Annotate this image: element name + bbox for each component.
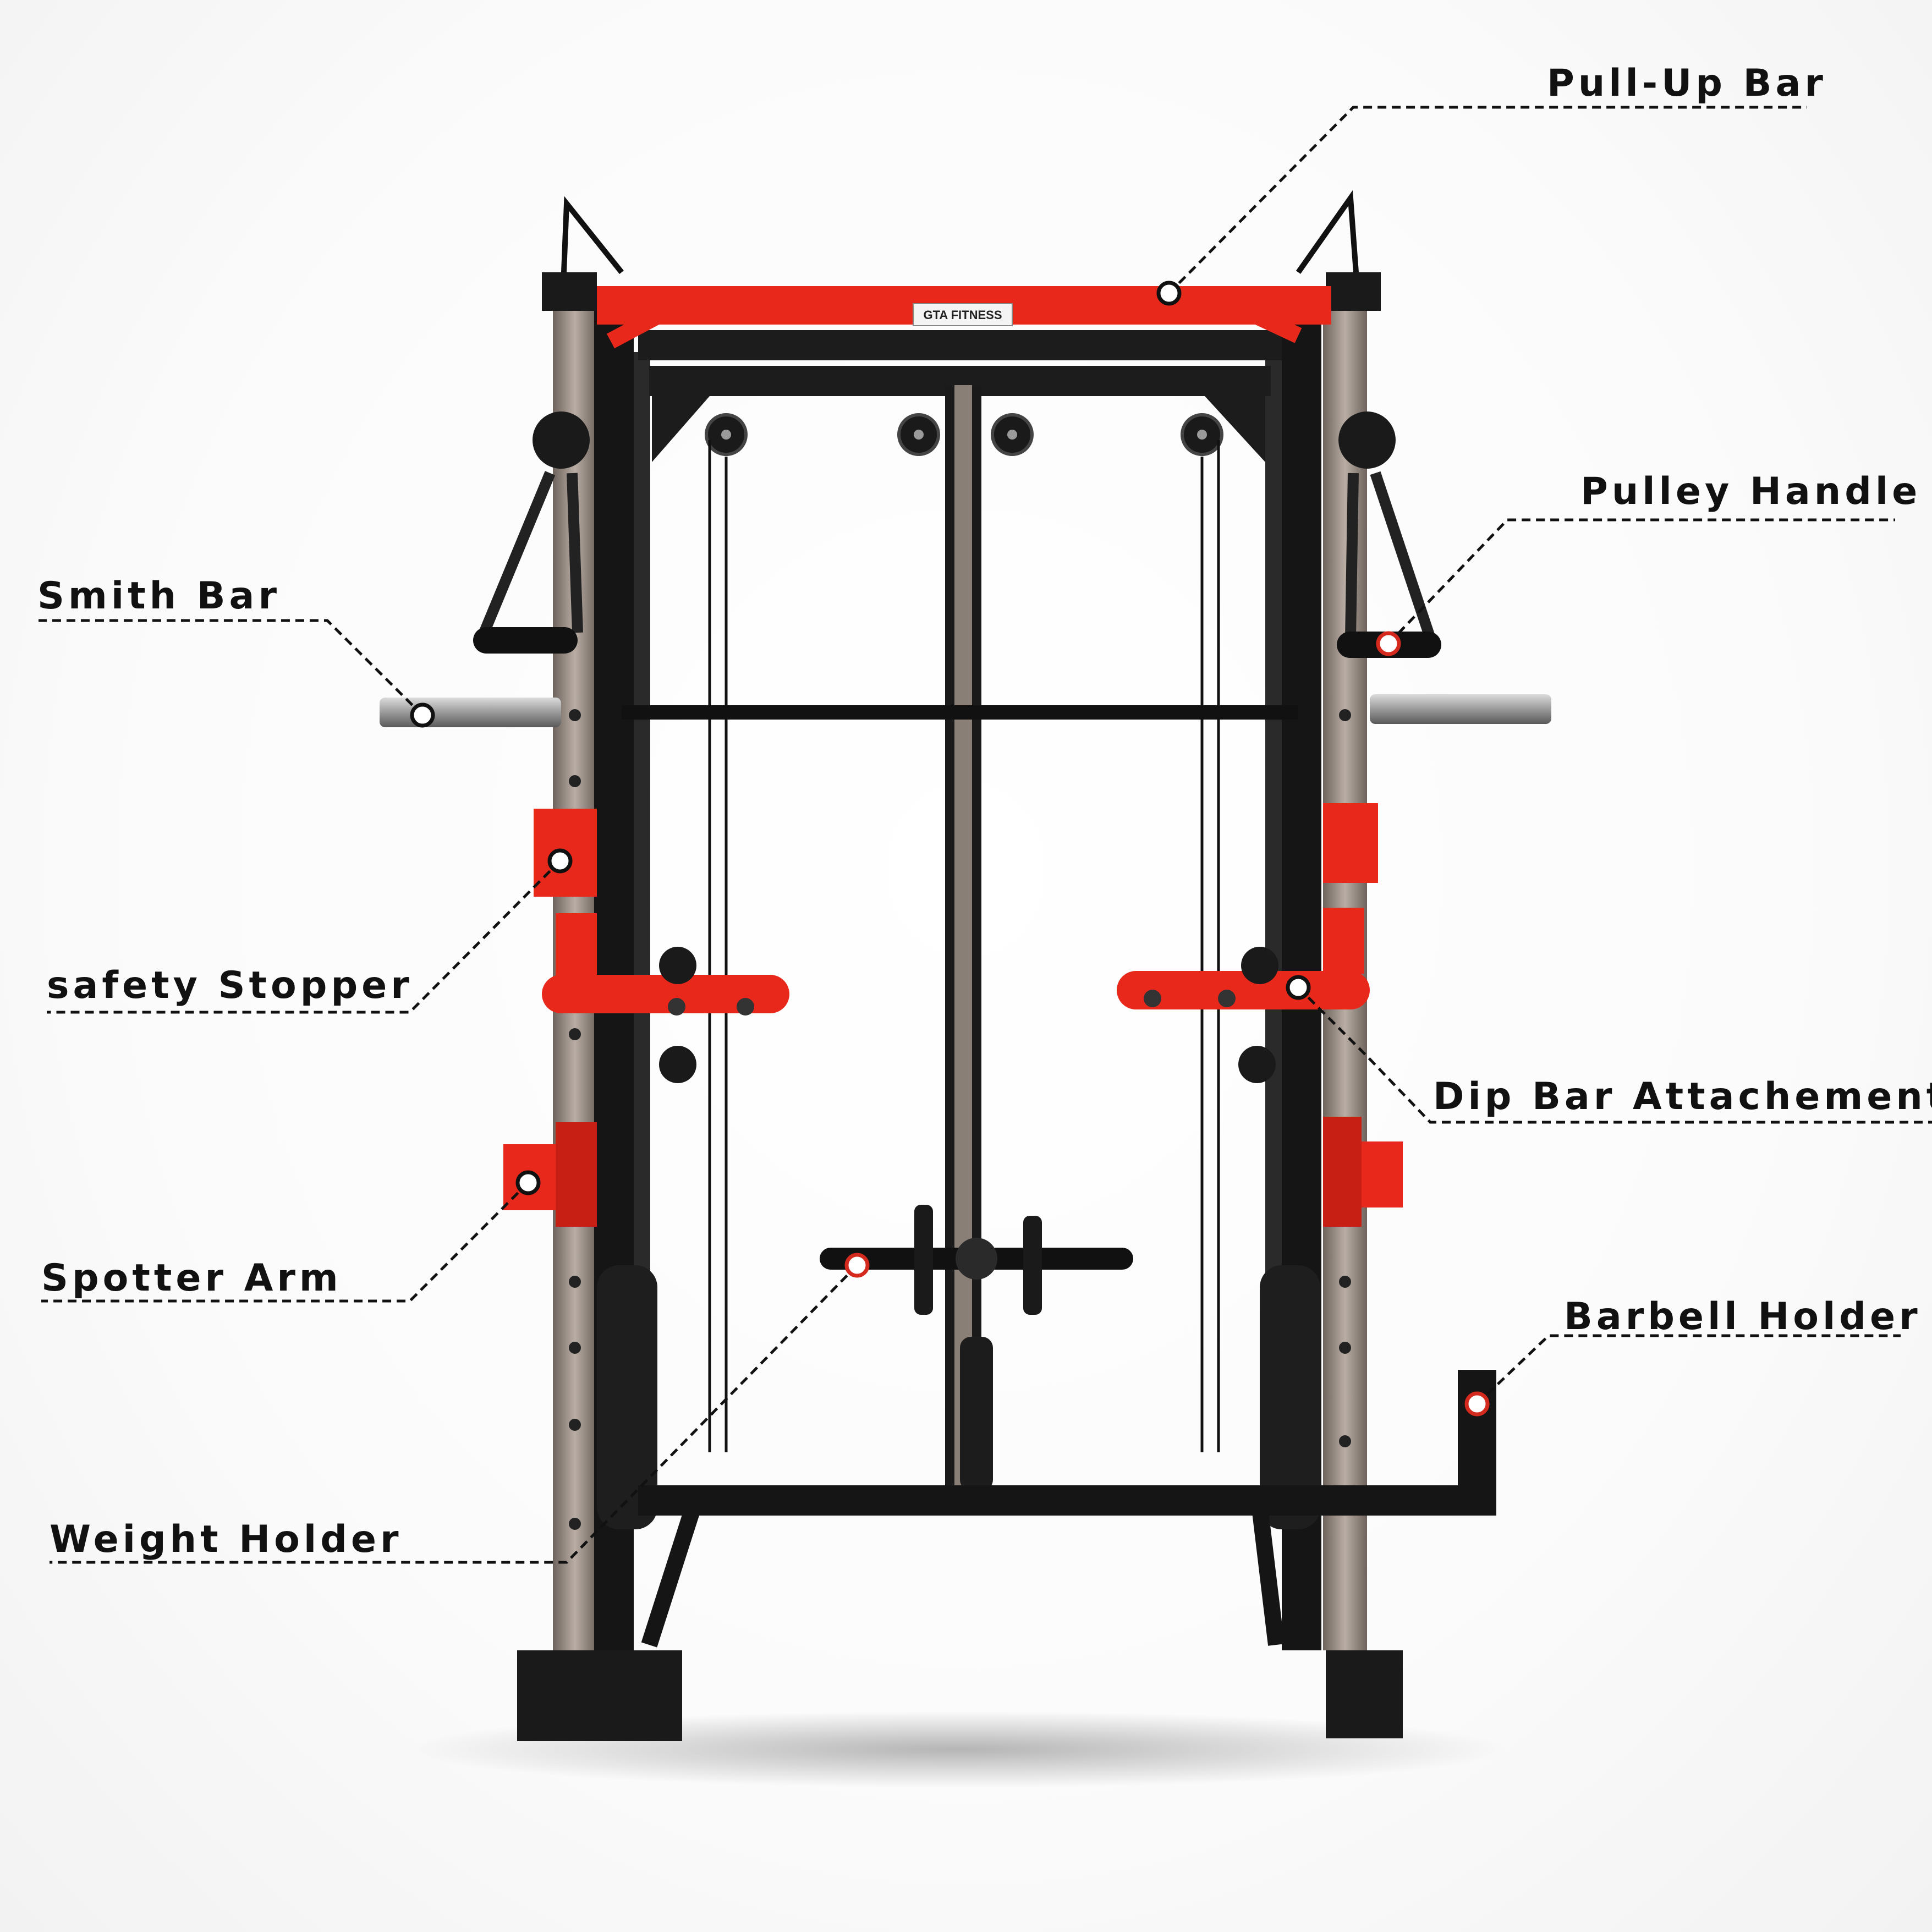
weight-plate-left — [914, 1205, 933, 1315]
marker-smith-bar — [410, 702, 435, 728]
label-weight-holder: Weight Holder — [50, 1518, 403, 1561]
marker-barbell-holder — [1464, 1391, 1490, 1417]
smith-bar — [622, 705, 1298, 720]
left-foot — [517, 1650, 682, 1741]
smith-bar-right-sleeve — [1370, 694, 1551, 724]
left-top-pulley-cable — [561, 196, 624, 275]
right-weight-stack — [1260, 1265, 1320, 1529]
leader-pull-up-bar — [1168, 106, 1807, 294]
right-gusset — [1205, 396, 1265, 462]
leader-weight-holder — [50, 1264, 858, 1564]
logo-plate — [913, 303, 1013, 326]
label-spotter-arm: Spotter Arm — [41, 1256, 342, 1300]
cable-carabiner — [960, 1337, 993, 1491]
cables — [708, 440, 1220, 1452]
label-pull-up-bar: Pull-Up Bar — [1547, 62, 1827, 105]
left-weight-stack — [597, 1265, 657, 1529]
left-pulley-handle — [473, 627, 578, 654]
marker-weight-holder — [844, 1253, 870, 1278]
right-carriage-plate — [1323, 908, 1364, 974]
upper-black-beam — [638, 330, 1282, 360]
leader-dip-bar — [1297, 986, 1932, 1124]
right-safety-stopper — [1323, 803, 1378, 883]
weight-holder-hub — [956, 1238, 997, 1280]
dip-bar-pins — [668, 990, 1236, 1016]
right-foot-brace — [1252, 1506, 1285, 1646]
right-spotter-arm-bracket — [1323, 1117, 1362, 1227]
top-pulley-hubs — [721, 430, 1207, 440]
label-safety-stopper: safety Stopper — [47, 964, 413, 1007]
marker-spotter-arm — [515, 1170, 541, 1195]
upright-holes — [569, 709, 1351, 1530]
left-side-pulley — [533, 411, 590, 469]
left-gusset — [652, 396, 710, 462]
label-barbell-holder: Barbell Holder — [1564, 1295, 1922, 1338]
marker-pulley-handle — [1376, 631, 1401, 656]
left-top-cap — [542, 272, 597, 311]
logo-text: GTA FITNESS — [924, 308, 1002, 322]
left-pulley-strap — [479, 471, 583, 635]
right-foot — [1326, 1650, 1403, 1738]
callout-markers-red — [844, 631, 1490, 1417]
label-smith-bar: Smith Bar — [37, 574, 281, 618]
smith-bar-left-sleeve — [380, 698, 561, 727]
right-top-cap — [1326, 272, 1381, 311]
pull-up-bar — [606, 289, 1302, 349]
label-pulley-handle: Pulley Handle — [1580, 470, 1922, 513]
leader-pulley-handle — [1387, 518, 1895, 645]
center-column-rail — [954, 385, 972, 1485]
base-crossbar — [638, 1485, 1315, 1516]
leader-barbell-holder — [1476, 1334, 1901, 1405]
label-dip-bar-attachment: Dip Bar Attachement — [1433, 1075, 1932, 1118]
callout-markers — [410, 281, 1311, 1195]
right-top-pulley-cable — [1296, 190, 1359, 274]
marker-safety-stopper — [547, 848, 573, 874]
left-dip-bar — [542, 975, 789, 1013]
left-carriage-plate — [556, 913, 597, 979]
callout-leaders — [39, 106, 1932, 1564]
left-foot-brace — [641, 1505, 701, 1648]
right-side-pulley — [1338, 411, 1396, 469]
left-spotter-arm-bracket — [556, 1122, 597, 1227]
lower-pulleys — [659, 947, 1278, 1083]
marker-dip-bar — [1286, 975, 1311, 1000]
weight-plate-right — [1023, 1216, 1042, 1315]
leader-smith-bar — [39, 619, 424, 716]
marker-pull-up-bar — [1156, 281, 1182, 306]
